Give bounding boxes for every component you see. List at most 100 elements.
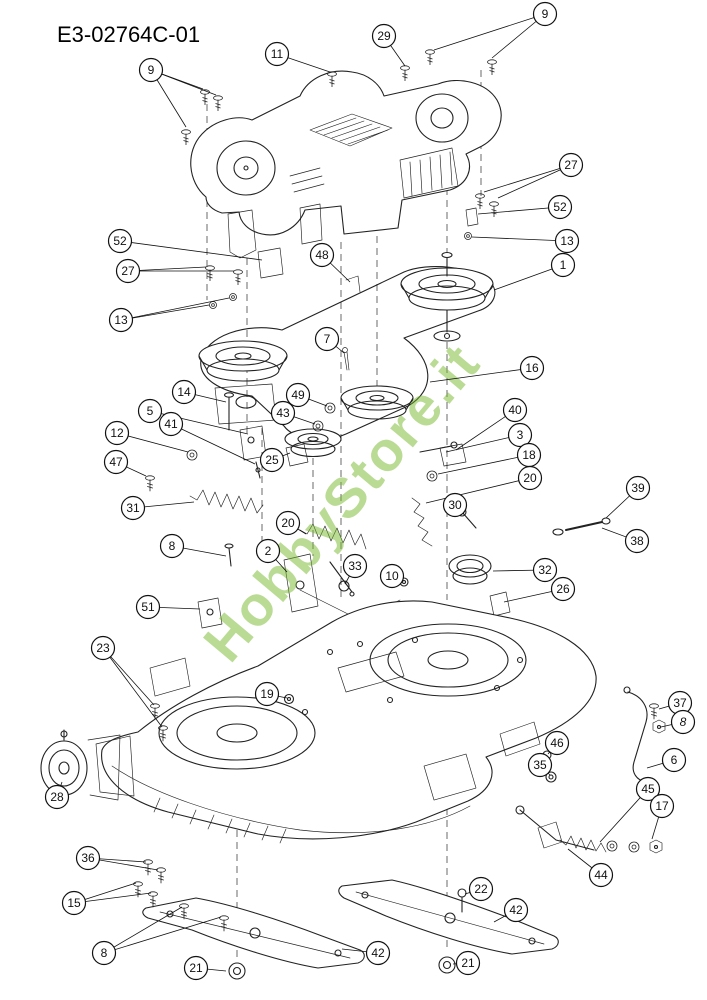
svg-text:27: 27	[121, 264, 135, 278]
svg-text:3: 3	[517, 428, 524, 442]
svg-text:41: 41	[164, 417, 178, 431]
callout-21: 21	[452, 950, 481, 976]
callout-2: 2	[255, 538, 288, 573]
svg-text:40: 40	[508, 403, 522, 417]
callout-32: 32	[492, 557, 558, 583]
callout-27: 27	[115, 258, 234, 284]
spring-right	[411, 497, 433, 547]
svg-text:49: 49	[291, 388, 305, 402]
callout-8: 8	[159, 533, 227, 559]
svg-text:6: 6	[671, 753, 678, 767]
svg-text:52: 52	[113, 234, 127, 248]
center-pulley	[340, 385, 414, 420]
callout-7: 7	[314, 326, 345, 354]
callout-20: 20	[275, 510, 307, 536]
callout-18: 18	[437, 442, 542, 475]
deck-cover	[190, 70, 502, 293]
svg-text:27: 27	[564, 158, 578, 172]
svg-text:52: 52	[553, 200, 567, 214]
callout-44: 44	[567, 848, 614, 888]
callout-38: 38	[601, 527, 650, 554]
callout-21: 21	[183, 955, 227, 981]
callout-22: 22	[464, 876, 494, 902]
belt-keeper-ring	[448, 554, 492, 578]
svg-text:32: 32	[538, 563, 552, 577]
callout-46: 46	[544, 730, 570, 756]
svg-text:14: 14	[177, 385, 191, 399]
callout-5: 5	[137, 398, 249, 435]
svg-text:31: 31	[126, 501, 140, 515]
svg-text:25: 25	[265, 453, 279, 467]
left-gauge-wheel	[40, 729, 121, 801]
callout-42: 42	[493, 897, 529, 923]
callout-12: 12	[104, 420, 189, 453]
left-spindle-pulley	[198, 340, 288, 425]
svg-text:51: 51	[141, 600, 155, 614]
callout-36: 36	[75, 845, 159, 871]
callout-33: 33	[342, 553, 368, 585]
callout-40: 40	[455, 397, 528, 451]
callout-16: 16	[429, 355, 545, 383]
page-title: E3-02764C-01	[57, 22, 200, 47]
svg-text:46: 46	[550, 736, 564, 750]
svg-text:29: 29	[377, 29, 391, 43]
svg-text:48: 48	[315, 248, 329, 262]
callout-9: 9	[433, 1, 558, 59]
callout-28: 28	[44, 781, 70, 810]
svg-text:21: 21	[189, 961, 203, 975]
svg-text:13: 13	[560, 234, 574, 248]
callout-11: 11	[264, 41, 331, 73]
callout-15: 15	[61, 882, 152, 916]
callout-13: 13	[108, 297, 230, 333]
svg-text:26: 26	[556, 582, 570, 596]
svg-text:17: 17	[655, 799, 669, 813]
svg-text:20: 20	[281, 516, 295, 530]
svg-text:2: 2	[265, 544, 272, 558]
svg-text:11: 11	[271, 47, 284, 61]
callout-49: 49	[285, 382, 328, 408]
svg-text:10: 10	[385, 569, 399, 583]
callout-3: 3	[445, 422, 533, 453]
callout-10: 10	[379, 563, 405, 589]
callout-27: 27	[483, 152, 584, 199]
cotter-pin	[342, 347, 350, 371]
callout-45: 45	[599, 776, 661, 843]
svg-text:9: 9	[542, 7, 549, 21]
callout-42: 42	[341, 940, 391, 966]
svg-text:18: 18	[522, 448, 536, 462]
callout-8: 8	[91, 906, 222, 966]
callout-47: 47	[103, 449, 147, 477]
callout-39: 39	[605, 475, 651, 519]
callout-41: 41	[158, 411, 256, 465]
belt-drive-assembly	[198, 251, 496, 458]
deck-housing	[95, 600, 597, 844]
svg-text:1: 1	[560, 258, 567, 272]
svg-text:36: 36	[81, 851, 95, 865]
callout-52: 52	[477, 194, 573, 220]
blade-left	[142, 897, 365, 969]
svg-text:5: 5	[147, 404, 154, 418]
svg-text:22: 22	[474, 882, 488, 896]
svg-text:21: 21	[461, 956, 475, 970]
svg-text:8: 8	[680, 715, 687, 729]
svg-text:12: 12	[110, 426, 124, 440]
spring-left	[189, 489, 264, 514]
callout-30: 30	[442, 492, 468, 518]
svg-text:33: 33	[348, 559, 362, 573]
callout-1: 1	[493, 252, 576, 291]
callout-52: 52	[107, 228, 263, 261]
callout-29: 29	[371, 23, 406, 67]
svg-text:30: 30	[448, 498, 462, 512]
svg-text:45: 45	[641, 782, 655, 796]
svg-text:42: 42	[509, 903, 523, 917]
svg-text:23: 23	[96, 641, 110, 655]
svg-text:28: 28	[50, 790, 64, 804]
right-linkage	[515, 686, 666, 854]
callout-51: 51	[135, 594, 201, 620]
drive-belt	[200, 266, 496, 441]
right-spindle-opening	[369, 623, 527, 697]
brake-spring	[559, 835, 607, 853]
